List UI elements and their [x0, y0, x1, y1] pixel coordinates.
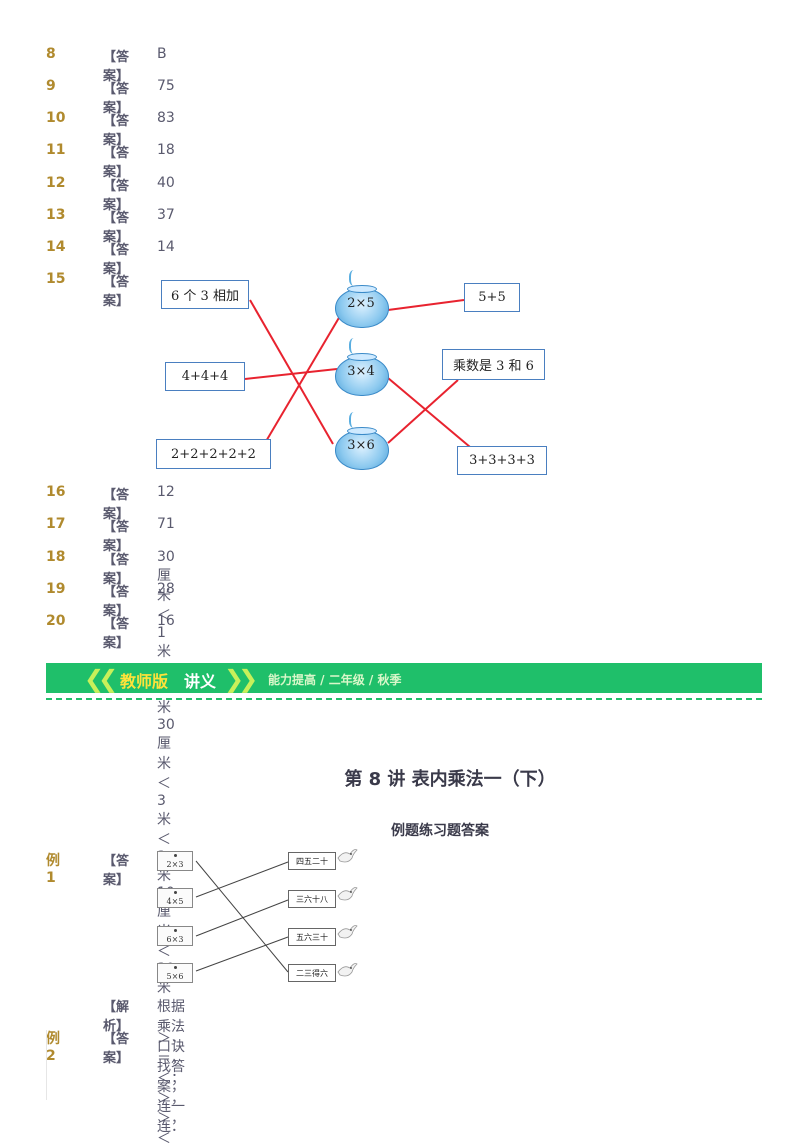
answer-value: 16: [157, 613, 175, 629]
question-number: 13: [46, 207, 66, 223]
line-2x5-to-5p5: [387, 299, 465, 311]
banner-brand-primary: 教师版: [120, 672, 169, 691]
answer-label: 【答案】: [103, 1032, 130, 1066]
right-box-2: 乘数是 3 和 6: [442, 349, 545, 380]
pigeon-icon: [337, 849, 358, 863]
question-number: 18: [46, 549, 66, 565]
answer-value: 28: [157, 581, 175, 597]
water-splash-icon: [349, 270, 361, 286]
answer-value: B: [157, 46, 167, 62]
question-number: 14: [46, 239, 66, 255]
line-2x3-to-23d6: [195, 860, 289, 973]
dashed-divider: [46, 698, 762, 700]
water-splash-icon: [349, 338, 361, 354]
pigeon-icon: [337, 887, 358, 901]
pigeon-icon: [337, 925, 358, 939]
answer-value: 12: [157, 484, 175, 500]
right-box-3: 3+3+3+3: [457, 446, 547, 475]
right-box-1: 5+5: [464, 283, 520, 312]
envelope-label: 6×3: [166, 935, 184, 944]
analysis-text: 根据乘法口诀找答案，连一连．: [157, 999, 185, 1135]
question-number: 17: [46, 516, 66, 532]
answer-value: 14: [157, 239, 175, 255]
fishbowl-2: 3×4: [335, 338, 389, 396]
answer-label: 【答案】: [103, 114, 130, 148]
envelope-card: 2×3: [157, 851, 193, 871]
answer-value: 40: [157, 175, 175, 191]
line-444-to-3x4: [244, 368, 338, 380]
fishbowl-3: 3×6: [335, 412, 389, 470]
question-number: 16: [46, 484, 66, 500]
line-6x3-to-3618: [195, 899, 289, 937]
envelope-label: 2×3: [166, 860, 184, 869]
example-number: 例1: [46, 853, 60, 886]
bowl-label: 3×6: [347, 438, 375, 453]
line-22222-to-2x5: [264, 315, 341, 444]
rhyme-card: 三六十八: [288, 890, 336, 908]
banner-brand-secondary: 讲义: [184, 672, 217, 691]
envelope-card: 6×3: [157, 926, 193, 946]
answer-value: 75: [157, 78, 175, 94]
answer-value: ＞，＝，＜；＞，＞，＜: [157, 1031, 185, 1147]
example-number: 例2: [46, 1031, 60, 1064]
question-number: 12: [46, 175, 66, 191]
question-number: 9: [46, 78, 56, 94]
question-number: 20: [46, 613, 66, 629]
section-title: 例题练习题答案: [391, 823, 489, 839]
question-number: 19: [46, 581, 66, 597]
question-number: 11: [46, 142, 66, 158]
question-number: 15: [46, 271, 66, 287]
line-3x6-to-factors: [387, 379, 459, 444]
answer-label: 【答案】: [103, 211, 130, 245]
answer-label: 【答案】: [103, 617, 130, 651]
answer-label: 【答案】: [103, 553, 130, 587]
line-5x6-to-5630: [195, 936, 289, 972]
answer-label: 【答案】: [103, 275, 130, 309]
line-4x5-to-4520: [195, 861, 289, 898]
rhyme-card: 二三得六: [288, 964, 336, 982]
water-splash-icon: [349, 412, 361, 428]
answer-value: 37: [157, 207, 175, 223]
left-box-2: 4+4+4: [165, 362, 245, 391]
answer-label: 【答案】: [103, 82, 130, 116]
left-box-1: 6 个 3 相加: [161, 280, 249, 309]
q15-connector-lines: [244, 299, 471, 448]
line-3x4-to-3333: [387, 377, 471, 448]
answer-label: 【答案】: [103, 146, 130, 180]
banner-breadcrumb: 能力提高 / 二年级 / 秋季: [268, 673, 402, 687]
answer-label: 【答案】: [103, 243, 130, 277]
answer-label: 【答案】: [103, 50, 130, 84]
bowl-label: 3×4: [347, 364, 375, 379]
envelope-label: 4×5: [166, 897, 184, 906]
answer-label: 【答案】: [103, 488, 130, 522]
pigeon-icon: [337, 963, 358, 977]
answer-label: 【答案】: [103, 179, 130, 213]
answer-label: 【答案】: [103, 585, 130, 619]
margin-rule: [46, 1030, 47, 1100]
rhyme-card: 四五二十: [288, 852, 336, 870]
left-box-3: 2+2+2+2+2: [156, 439, 271, 469]
answer-value: 83: [157, 110, 175, 126]
question-number: 10: [46, 110, 66, 126]
question-number: 8: [46, 46, 56, 62]
line-6x3-to-3x6: [249, 299, 334, 445]
answer-value: 71: [157, 516, 175, 532]
answer-value: 18: [157, 142, 175, 158]
section-banner: ❮❮ 教师版 讲义 ❯❯ 能力提高 / 二年级 / 秋季: [46, 663, 762, 693]
analysis-label: 【解析】: [103, 1000, 130, 1034]
answer-label: 【答案】: [103, 520, 130, 554]
answer-label: 【答案】: [103, 854, 130, 888]
bowl-label: 2×5: [347, 296, 375, 311]
envelope-label: 5×6: [166, 972, 184, 981]
envelope-card: 4×5: [157, 888, 193, 908]
lesson-title: 第 8 讲 表内乘法一（下）: [344, 769, 556, 790]
rhyme-card: 五六三十: [288, 928, 336, 946]
fishbowl-1: 2×5: [335, 270, 389, 328]
envelope-card: 5×6: [157, 963, 193, 983]
